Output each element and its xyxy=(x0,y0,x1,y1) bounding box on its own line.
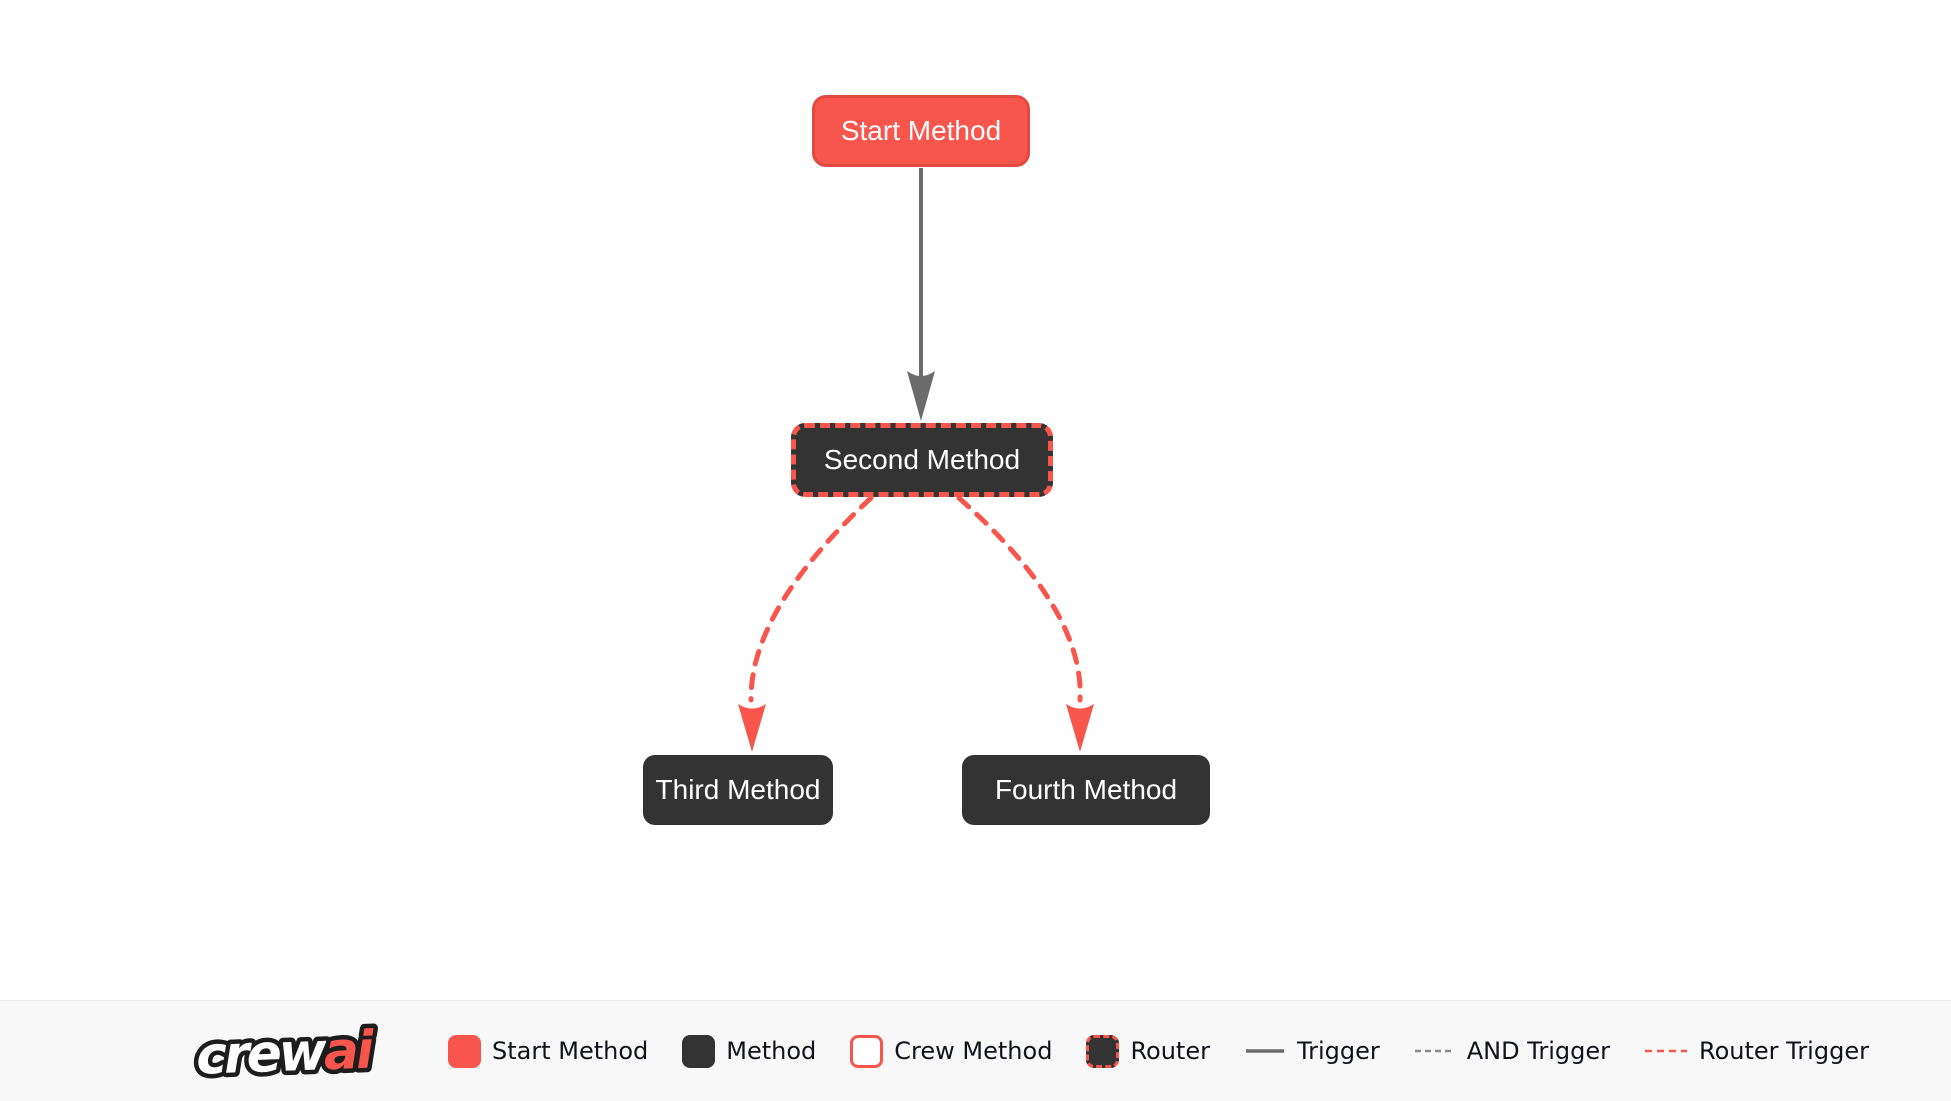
legend-label: Method xyxy=(726,1037,817,1065)
legend-label: Trigger xyxy=(1296,1037,1380,1065)
router-swatch-icon xyxy=(1086,1034,1120,1068)
legend-item-start-method: Start Method xyxy=(448,1034,649,1068)
node-third-method[interactable]: Third Method xyxy=(643,755,833,825)
node-label: Fourth Method xyxy=(994,774,1178,805)
legend-item-router-trigger: Router Trigger xyxy=(1644,1037,1869,1065)
method-swatch-icon xyxy=(682,1034,716,1068)
svg-text:crewai: crewai xyxy=(195,1021,376,1087)
and-trigger-line-icon xyxy=(1414,1049,1455,1053)
node-fourth-method[interactable]: Fourth Method xyxy=(962,755,1210,825)
legend-item-trigger: Trigger xyxy=(1244,1037,1380,1065)
router-trigger-line-icon xyxy=(1645,1049,1688,1053)
legend-label: Start Method xyxy=(492,1037,649,1065)
legend-item-and-trigger: AND Trigger xyxy=(1414,1037,1610,1065)
legend-item-router: Router xyxy=(1086,1034,1210,1068)
crew-method-swatch-icon xyxy=(850,1034,884,1068)
legend-item-method: Method xyxy=(682,1034,817,1068)
start-method-swatch-icon xyxy=(448,1034,481,1068)
node-label: Start Method xyxy=(840,115,1002,146)
node-label: Second Method xyxy=(823,444,1021,475)
legend-label: AND Trigger xyxy=(1466,1037,1611,1065)
legend-label: Router xyxy=(1130,1037,1210,1065)
node-second-method-router[interactable]: Second Method xyxy=(791,423,1053,497)
legend-label: Router Trigger xyxy=(1699,1037,1869,1065)
edge-router-trigger-second-to-fourth xyxy=(956,495,1094,752)
node-start-method[interactable]: Start Method xyxy=(812,95,1030,167)
logo-text-ai: ai xyxy=(323,1021,376,1083)
node-label: Third Method xyxy=(655,774,821,805)
crewai-logo: crewai xyxy=(191,1016,381,1091)
legend-bar: crewai Start Method Method Crew Method R… xyxy=(0,1000,1951,1101)
edge-router-trigger-second-to-third xyxy=(738,495,874,752)
legend-label: Crew Method xyxy=(894,1037,1053,1065)
edge-trigger-start-to-second xyxy=(907,168,935,421)
legend-item-crew-method: Crew Method xyxy=(850,1034,1053,1068)
logo-text-crew: crew xyxy=(195,1022,329,1087)
trigger-line-icon xyxy=(1245,1049,1284,1053)
legend-items: Start Method Method Crew Method Router T… xyxy=(448,1034,1869,1068)
